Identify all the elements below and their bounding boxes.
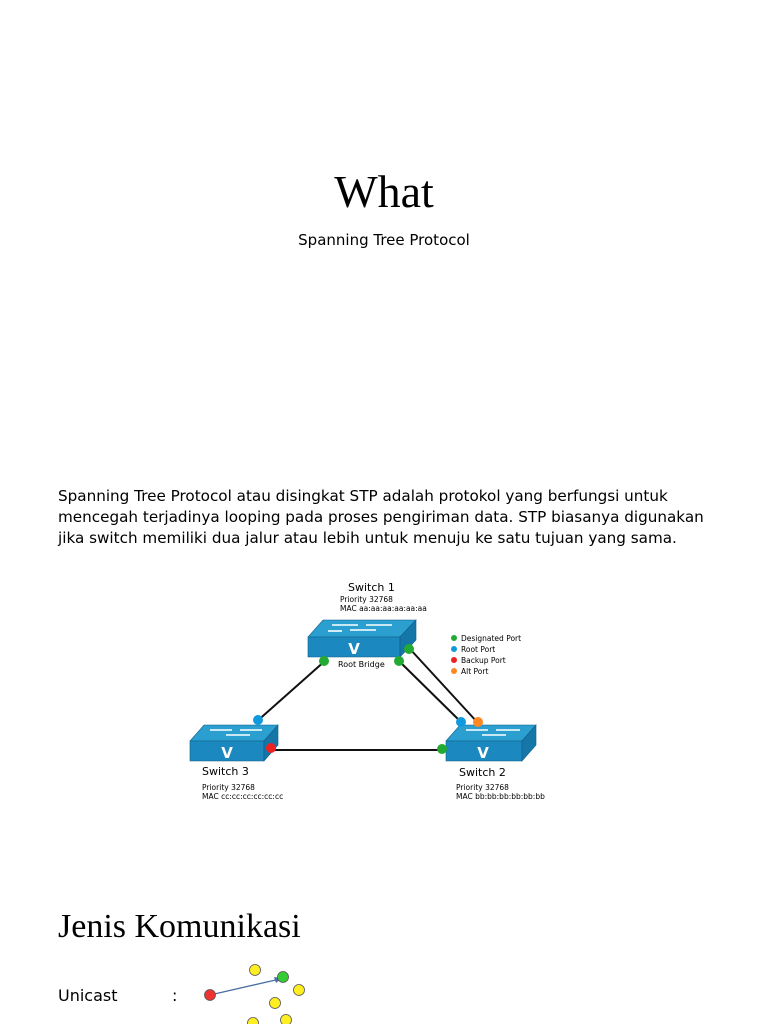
switch-2-priority: Priority 32768 xyxy=(456,783,509,792)
legend-root-label: Root Port xyxy=(461,645,495,654)
unicast-colon: : xyxy=(172,986,178,1005)
section-title: Jenis Komunikasi xyxy=(58,908,301,945)
switch-3: V Switch 3 Priority 32768 MAC cc:cc:cc:c… xyxy=(189,724,283,801)
legend-alt-label: Alt Port xyxy=(461,667,488,676)
switch-2-v-glyph: V xyxy=(477,744,489,762)
slide-title: What xyxy=(334,166,434,217)
unicast-diagram xyxy=(204,964,305,1024)
unicast-other-node-3 xyxy=(269,997,281,1009)
switch-3-arrows-icon xyxy=(210,729,262,736)
link-switch1-switch2-a xyxy=(399,661,463,724)
stp-topology-diagram: V Switch 1 Priority 32768 MAC aa:aa:aa:a… xyxy=(189,581,545,801)
description-line-1: Spanning Tree Protocol atau disingkat ST… xyxy=(58,487,668,505)
description-line-3: jika switch memiliki dua jalur atau lebi… xyxy=(58,529,677,547)
switch-3-priority: Priority 32768 xyxy=(202,783,255,792)
port-s1-designated-left xyxy=(319,656,329,666)
description-line-2: mencegah terjadinya looping pada proses … xyxy=(58,508,704,526)
port-s1-designated-right-a xyxy=(394,656,404,666)
legend-designated-dot xyxy=(451,635,457,641)
link-switch1-switch3 xyxy=(254,659,327,724)
port-s3-root xyxy=(253,715,263,725)
legend-backup-dot xyxy=(451,657,457,663)
switch-2-side xyxy=(521,724,537,762)
port-s2-designated xyxy=(437,744,447,754)
switch-3-mac: MAC cc:cc:cc:cc:cc:cc xyxy=(202,792,283,801)
links xyxy=(254,648,479,751)
unicast-label: Unicast xyxy=(58,986,118,1005)
port-markers xyxy=(253,644,483,754)
switch-2-top xyxy=(445,724,537,742)
unicast-other-node-2 xyxy=(293,984,305,996)
switch-2-name: Switch 2 xyxy=(459,766,506,779)
switch-2: V Switch 2 Priority 32768 MAC bb:bb:bb:b… xyxy=(445,724,545,801)
link-switch1-switch2-b xyxy=(409,648,479,724)
unicast-source-node xyxy=(204,989,216,1001)
switch-2-arrows-icon xyxy=(466,729,520,736)
stp-description: Spanning Tree Protocol atau disingkat ST… xyxy=(58,486,738,549)
switch-1-mac: MAC aa:aa:aa:aa:aa:aa xyxy=(340,604,427,613)
switch-1-side xyxy=(399,619,417,658)
port-s2-alt xyxy=(473,717,483,727)
switch-1-priority: Priority 32768 xyxy=(340,595,393,604)
port-s3-backup xyxy=(266,743,276,753)
switch-3-v-glyph: V xyxy=(221,744,233,762)
port-s1-designated-right-b xyxy=(404,644,414,654)
unicast-other-node-5 xyxy=(280,1014,292,1024)
unicast-other-node-1 xyxy=(249,964,261,976)
switch-3-name: Switch 3 xyxy=(202,765,249,778)
legend-root-dot xyxy=(451,646,457,652)
switch-1-arrows-icon xyxy=(328,624,392,632)
port-legend: Designated Port Root Port Backup Port Al… xyxy=(451,634,521,676)
legend-designated-label: Designated Port xyxy=(461,634,521,643)
switch-3-top xyxy=(189,724,279,742)
switch-1-name: Switch 1 xyxy=(348,581,395,594)
unicast-arrow-line xyxy=(209,978,281,996)
switch-1-top xyxy=(307,619,417,638)
switch-2-mac: MAC bb:bb:bb:bb:bb:bb xyxy=(456,792,545,801)
port-s2-root xyxy=(456,717,466,727)
legend-alt-dot xyxy=(451,668,457,674)
legend-backup-label: Backup Port xyxy=(461,656,506,665)
switch-1-v-glyph: V xyxy=(348,640,360,658)
switch-1-role: Root Bridge xyxy=(338,660,385,669)
unicast-target-node xyxy=(277,971,289,983)
unicast-other-node-4 xyxy=(247,1017,259,1024)
switch-1: V Switch 1 Priority 32768 MAC aa:aa:aa:a… xyxy=(307,581,427,669)
slide-subtitle: Spanning Tree Protocol xyxy=(298,231,470,249)
